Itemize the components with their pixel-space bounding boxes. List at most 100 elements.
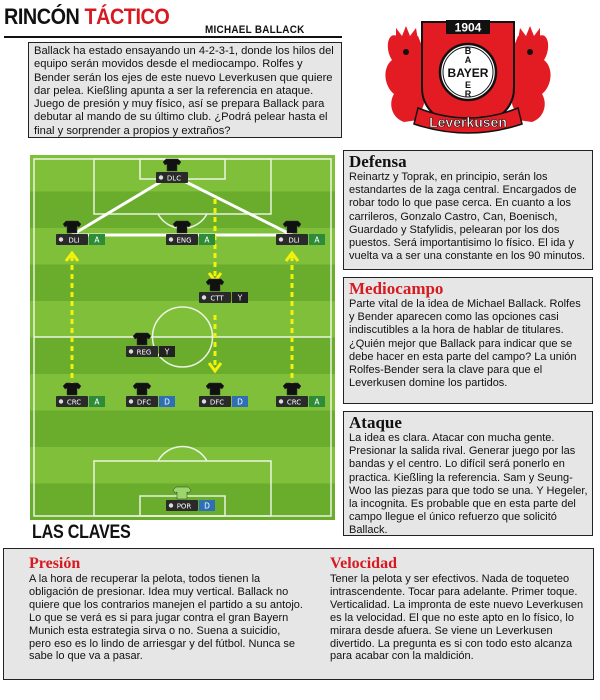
role-label-bg (166, 234, 198, 245)
svg-text:E: E (465, 80, 471, 90)
role-label-bg (276, 396, 308, 407)
role-label: CTT (210, 295, 224, 303)
player-marker: REG Y (126, 332, 175, 357)
title-part-1: RINCÓN (4, 4, 80, 29)
shirt-icon (62, 220, 82, 234)
duty-badge-bg (199, 234, 215, 245)
pitch-stripe (30, 337, 335, 375)
velocidad-text: Tener la pelota y ser efectivos. Nada de… (330, 573, 584, 663)
claves-box: Presión A la hora de recuperar la pelota… (3, 548, 594, 680)
role-dot-icon (168, 503, 174, 508)
title-divider (4, 36, 342, 38)
duty-badge-bg (89, 234, 105, 245)
role-dot-icon (278, 399, 284, 404)
crest-banner (413, 106, 523, 134)
intro-box: Ballack ha estado ensayando un 4-2-3-1, … (28, 42, 342, 138)
svg-text:B: B (465, 46, 472, 56)
shirt-icon (282, 220, 302, 234)
role-label-bg (126, 396, 158, 407)
shirt-icon (205, 382, 225, 396)
ataque-box: Ataque La idea es clara. Atacar con much… (343, 411, 593, 536)
mediocampo-text: Parte vital de la idea de Michael Ballac… (349, 298, 581, 390)
player-marker: DLI A (56, 220, 105, 245)
duty-badge: D (204, 502, 210, 511)
duty-badge: A (94, 398, 100, 407)
duty-badge-bg (232, 292, 248, 303)
role-label: CRC (67, 399, 81, 407)
role-label-bg (199, 292, 231, 303)
role-label: REG (137, 349, 152, 357)
duty-badge-bg (89, 396, 105, 407)
role-label-bg (126, 346, 158, 357)
arrow-head-icon (207, 362, 223, 374)
duty-badge-bg (159, 396, 175, 407)
duty-badge: A (204, 236, 210, 245)
role-dot-icon (128, 349, 134, 354)
role-label: DFC (210, 399, 224, 407)
pitch-stripe (30, 447, 335, 484)
author-name: MICHAEL BALLACK (205, 24, 305, 36)
crest-brand: BAYER (448, 66, 489, 80)
velocidad-column: Velocidad Tener la pelota y ser efectivo… (330, 555, 592, 663)
player-marker: CTT Y (199, 278, 248, 303)
role-dot-icon (168, 237, 174, 242)
leverkusen-crest-logo: 1904 BAYER B A E R Leverkusen (385, 20, 551, 134)
role-dot-icon (58, 399, 64, 404)
duty-badge: A (314, 398, 320, 407)
intro-text: Ballack ha estado ensayando un 4-2-3-1, … (34, 45, 334, 137)
mediocampo-heading: Mediocampo (349, 279, 444, 298)
role-label-bg (56, 234, 88, 245)
role-dot-icon (201, 399, 207, 404)
shirt-icon (162, 158, 182, 172)
ataque-text: La idea es clara. Atacar con mucha gente… (349, 432, 588, 537)
crest-club-name: Leverkusen (429, 114, 507, 130)
crest-year: 1904 (455, 21, 482, 35)
role-dot-icon (158, 175, 164, 180)
svg-text:A: A (465, 55, 472, 65)
role-label: DLI (68, 237, 79, 245)
duty-badge-bg (232, 396, 248, 407)
shirt-icon (62, 382, 82, 396)
role-label: POR (177, 503, 192, 511)
shirt-icon (132, 382, 152, 396)
arrow-head-icon (284, 250, 300, 262)
page-title: RINCÓN TÁCTICO (4, 4, 170, 30)
claves-heading: LAS CLAVES (32, 522, 131, 543)
role-dot-icon (58, 237, 64, 242)
role-label-bg (276, 234, 308, 245)
role-label: DFC (137, 399, 151, 407)
duty-badge-bg (199, 500, 215, 511)
pitch-stripe (30, 264, 335, 302)
duty-badge: Y (237, 294, 243, 303)
shirt-icon (172, 486, 192, 500)
role-label: ENG (176, 237, 191, 245)
role-label: DLC (167, 175, 181, 183)
defensa-heading: Defensa (349, 152, 407, 171)
title-part-2: TÁCTICO (84, 4, 170, 29)
role-label: DLI (288, 237, 299, 245)
role-dot-icon (201, 295, 207, 300)
duty-badge: D (164, 398, 170, 407)
pitch-lines (33, 158, 332, 517)
left-lion-icon (385, 26, 426, 122)
duty-badge-bg (309, 234, 325, 245)
duty-badge-bg (309, 396, 325, 407)
player-marker: POR D (166, 486, 215, 511)
right-lion-icon (510, 26, 551, 122)
player-marker: DLC (156, 158, 188, 183)
role-label-bg (199, 396, 231, 407)
player-marker: DFC D (126, 382, 175, 407)
duty-badge: Y (164, 348, 170, 357)
svg-text:R: R (465, 89, 472, 99)
shirt-icon (132, 332, 152, 346)
role-label-bg (166, 500, 198, 511)
player-marker: ENG A (166, 220, 215, 245)
defensa-box: Defensa Reinartz y Toprak, en principio,… (343, 150, 593, 270)
duty-badge: A (94, 236, 100, 245)
role-label-bg (156, 172, 188, 183)
ataque-heading: Ataque (349, 413, 402, 432)
